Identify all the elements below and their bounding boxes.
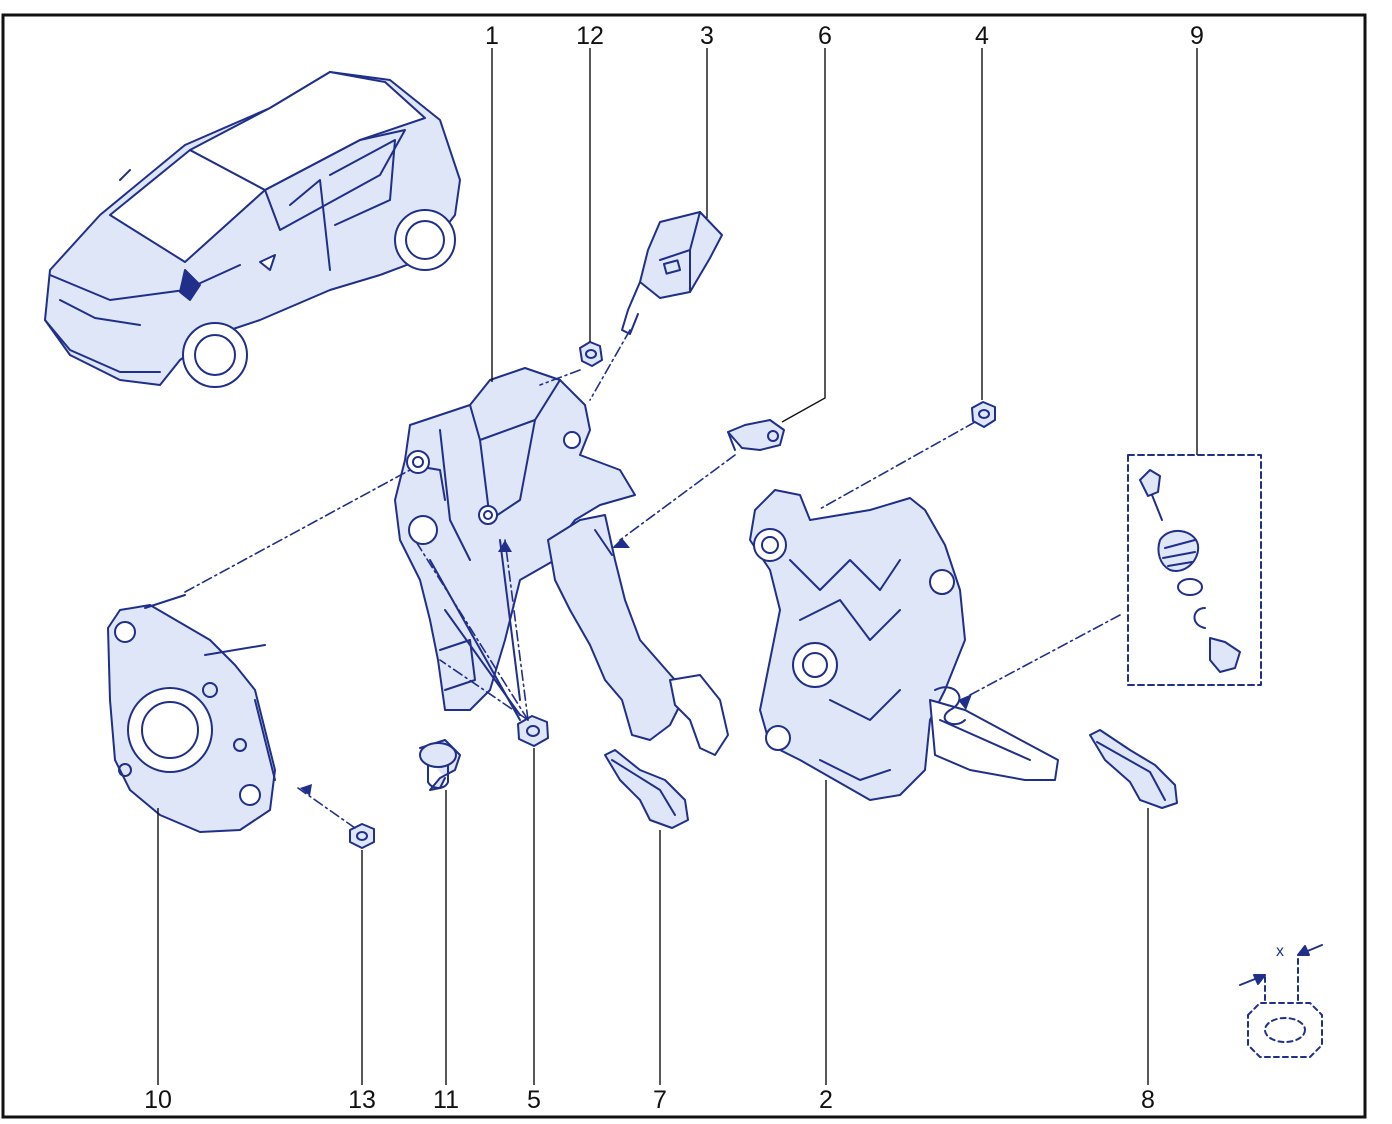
part-10-mounting-plate — [107, 594, 276, 833]
part-1-pedal-box — [394, 367, 729, 756]
part-11-bushing — [419, 739, 461, 791]
part-5-nut — [517, 715, 549, 747]
nut-dimension-detail — [1247, 954, 1323, 1058]
part-3-pedal-switch — [621, 211, 723, 335]
part-13-nut — [349, 823, 375, 849]
assembly-lines — [184, 329, 1121, 829]
part-6-clip — [727, 419, 785, 451]
part-2-pedal-box — [749, 489, 1059, 801]
assembly-arrows — [300, 538, 972, 796]
part-8-pedal-pad — [1089, 729, 1178, 809]
diagram-frame — [1, 13, 1367, 1119]
part-9-detail-box — [1127, 454, 1262, 686]
dimension-arrows — [1239, 944, 1323, 986]
vehicle-locator-illustration — [44, 71, 461, 388]
part-7-pedal-pad — [604, 749, 689, 829]
part-12-nut — [579, 341, 603, 367]
leader-lines — [157, 48, 1198, 1085]
part-4-nut — [971, 401, 996, 428]
